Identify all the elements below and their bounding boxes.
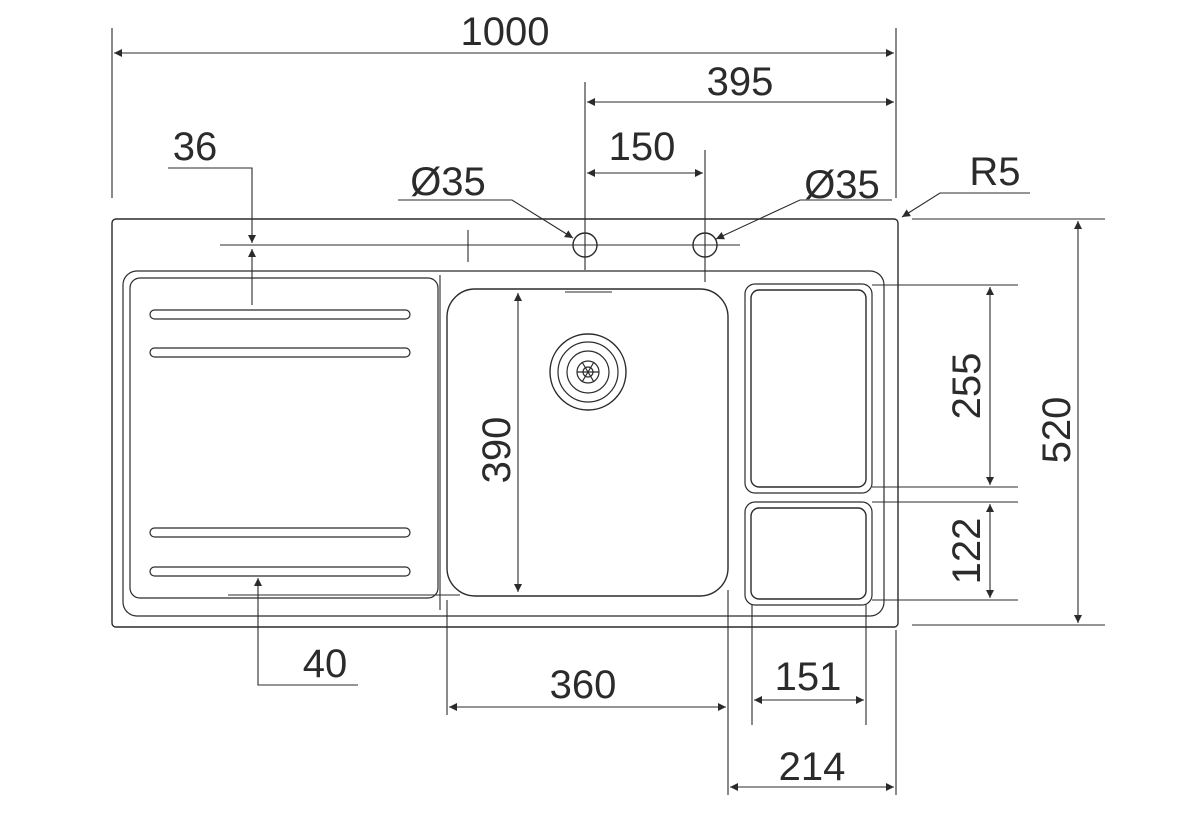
sink-outline (111, 218, 899, 628)
label-small-bowl-height: 255 (945, 353, 989, 420)
sink-inner-rim (122, 270, 885, 617)
groove-2 (149, 347, 411, 358)
sink-outer-edge (111, 218, 899, 628)
right-compartments (744, 283, 873, 606)
label-tap-offset: 395 (707, 60, 774, 104)
main-bowl-outline (446, 288, 729, 597)
label-tap-spacing: 150 (609, 125, 676, 169)
label-bottom-margin: 40 (303, 642, 348, 686)
label-small-bowl-width: 151 (775, 655, 842, 699)
small-bowl-inner (750, 289, 867, 488)
tray-inner (750, 507, 867, 600)
small-bowl-outer (744, 283, 873, 494)
label-top-margin: 36 (173, 125, 218, 169)
drain-icon (549, 333, 627, 411)
label-tap-hole-left: Ø35 (410, 160, 486, 204)
drainboard-inner (129, 277, 439, 599)
label-overall-depth: 520 (1035, 397, 1079, 464)
label-corner-radius: R5 (969, 150, 1020, 194)
label-tap-hole-right: Ø35 (804, 163, 880, 207)
tray-outer (744, 501, 873, 606)
dimension-lines (111, 28, 1105, 795)
label-bowl-width: 360 (550, 663, 617, 707)
groove-4 (149, 566, 411, 577)
label-overall-width: 1000 (461, 10, 550, 54)
groove-1 (149, 309, 411, 320)
drainboard-grooves (149, 309, 411, 577)
main-bowl (446, 288, 729, 597)
dimension-labels: 1000 395 150 36 Ø35 Ø35 R5 40 360 151 21… (173, 10, 1079, 789)
label-tray-height: 122 (945, 518, 989, 585)
label-right-section-width: 214 (779, 745, 846, 789)
groove-3 (149, 527, 411, 538)
label-bowl-height: 390 (475, 417, 519, 484)
